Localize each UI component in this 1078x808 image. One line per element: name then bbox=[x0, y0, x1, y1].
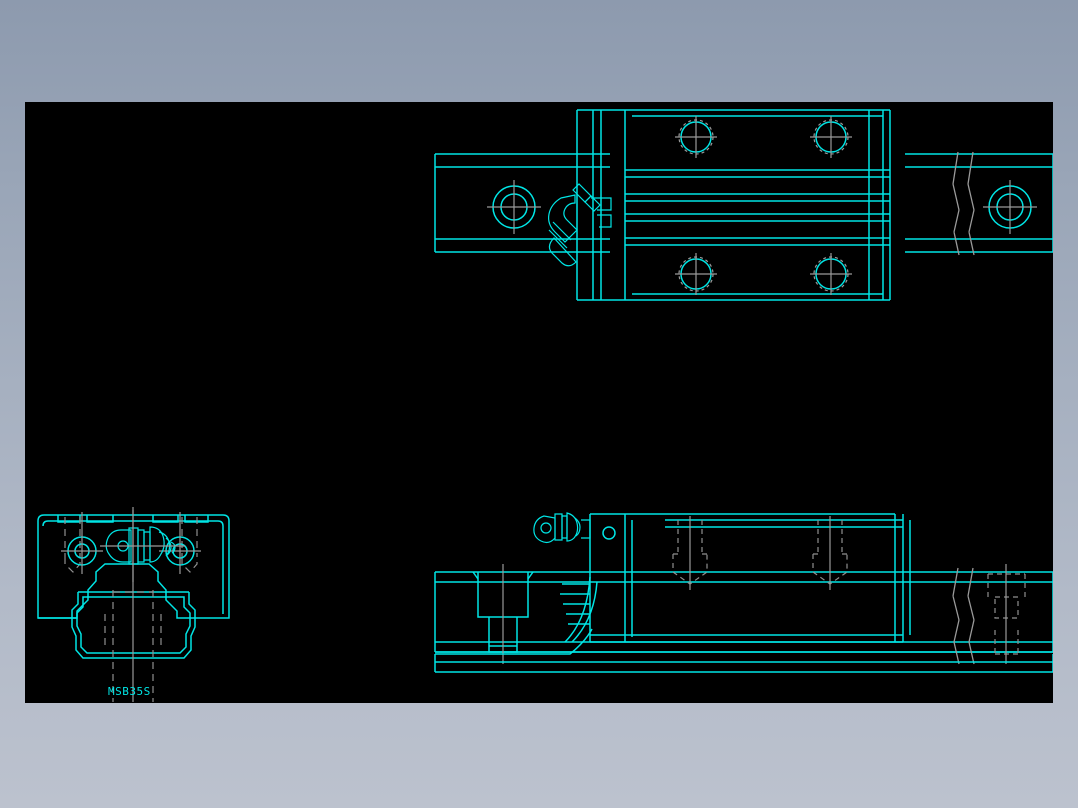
cad-canvas[interactable]: .ln { stroke:#00e5e5; stroke-width:1.5; … bbox=[25, 102, 1053, 703]
top-view-rail-right bbox=[905, 153, 1053, 253]
carriage-tapped-hole-top-right bbox=[810, 116, 852, 158]
end-view-hidden-lines bbox=[64, 517, 198, 702]
top-view-rail-left bbox=[434, 153, 610, 253]
block-mounting-hole-left bbox=[61, 512, 103, 574]
side-view-end-cap-seal bbox=[435, 576, 598, 663]
rail-mounting-bolt bbox=[472, 564, 534, 664]
carriage-tapped-hole-bottom-right bbox=[810, 253, 852, 295]
top-view[interactable] bbox=[434, 109, 1053, 301]
carriage-tapped-hole-bottom-left bbox=[675, 253, 717, 295]
block-mounting-hole-right bbox=[159, 512, 201, 574]
end-view-block-body bbox=[37, 514, 230, 619]
rail-hidden-counterbore bbox=[987, 564, 1026, 664]
cad-drawing-svg: .ln { stroke:#00e5e5; stroke-width:1.5; … bbox=[37, 109, 1053, 702]
rail-break-line bbox=[952, 151, 975, 256]
rail-mounting-hole-right bbox=[983, 180, 1037, 234]
rail-break-line-side bbox=[952, 567, 975, 665]
end-cap-pin-hole bbox=[602, 526, 616, 540]
grease-nipple-side bbox=[533, 512, 591, 544]
side-view-rail-lower bbox=[434, 654, 1053, 673]
part-label: MSB35S bbox=[108, 685, 151, 698]
carriage-tapped-hole-rear bbox=[812, 516, 848, 590]
carriage-tapped-hole-top-left bbox=[675, 116, 717, 158]
side-view-carriage bbox=[589, 513, 911, 643]
side-view[interactable] bbox=[434, 512, 1053, 673]
rail-mounting-hole-left bbox=[487, 180, 541, 234]
end-view[interactable] bbox=[37, 507, 230, 702]
carriage-tapped-hole-front bbox=[672, 516, 708, 590]
top-view-carriage bbox=[576, 109, 891, 301]
